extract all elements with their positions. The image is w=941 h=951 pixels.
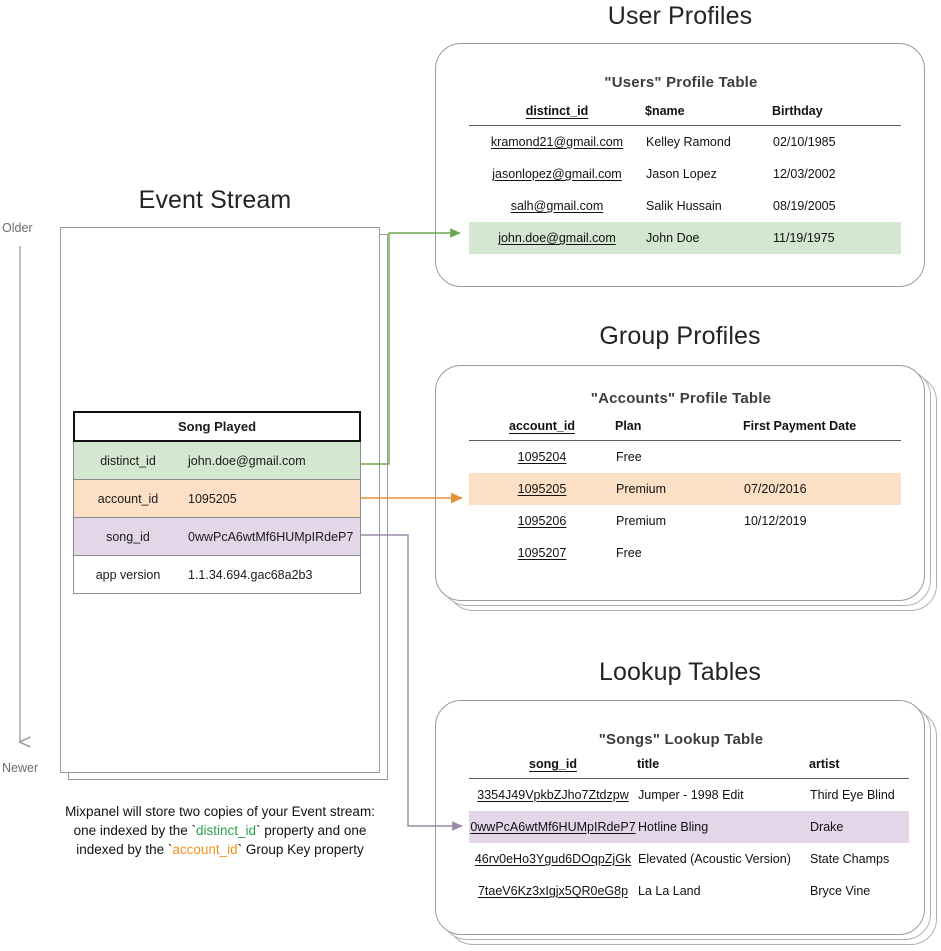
caption: Mixpanel will store two copies of your E… [40,802,400,859]
users-column-header: distinct_id [469,104,645,126]
songs-column-header: song_id [469,757,637,779]
timeline-older-label: Older [2,221,33,235]
table-cell [743,441,901,474]
caption-distinct-id-code: distinct_id [195,823,257,838]
table-row[interactable]: 3354J49VpkbZJho7Ztdzpw Jumper - 1998 Edit… [469,779,909,812]
table-cell: Free [616,450,642,464]
event-stream-title: Event Stream [138,186,292,214]
event-property-row[interactable]: app version 1.1.34.694.gac68a2b3 [73,556,361,594]
users-table-title: "Users" Profile Table [604,74,758,91]
table-cell: 11/19/1975 [772,222,901,254]
table-row[interactable]: 46rv0eHo3Ygud6DOqpZjGk Elevated (Acoustic… [469,843,909,875]
table-cell: Jumper - 1998 Edit [638,788,744,802]
lookup-tables-title: Lookup Tables [598,658,762,686]
table-row[interactable]: 7taeV6Kz3xIgjx5QR0eG8p La La Land Bryce Vi… [469,875,909,907]
selected-event-card[interactable]: Song Played distinct_id john.doe@gmail.co… [73,411,361,594]
songs-table-title: "Songs" Lookup Table [598,731,764,748]
event-property-value: 1.1.34.694.gac68a2b3 [188,567,313,582]
table-cell: 1095205 [469,473,615,505]
table-cell: Salik Hussain [646,199,722,213]
table-cell: 02/10/1985 [773,135,836,149]
table-cell: 1095206 [517,514,567,528]
table-cell: 1095204 [517,450,567,464]
table-cell: 0wwPcA6wtMf6HUMpIRdeP7 [469,811,637,843]
table-cell: Hotline Bling [637,811,809,843]
table-cell: Bryce Vine [810,884,871,898]
event-property-key: distinct_id [100,453,156,468]
table-cell: 08/19/2005 [773,199,836,213]
table-cell: Premium [615,473,743,505]
accounts-column-header: First Payment Date [743,419,901,441]
accounts-column-header: account_id [469,419,615,441]
table-cell: Drake [809,811,909,843]
songs-column-header: artist [809,757,909,779]
caption-line-2: one indexed by the `distinct_id` propert… [73,823,367,838]
table-cell: John Doe [645,222,772,254]
table-cell: 7taeV6Kz3xIgjx5QR0eG8p [477,884,629,898]
caption-account-id-code: account_id [172,842,238,857]
event-property-row[interactable]: song_id 0wwPcA6wtMf6HUMpIRdeP7 [73,518,361,556]
table-cell: salh@gmail.com [510,199,604,213]
table-row[interactable]: 1095206 Premium 10/12/2019 [469,505,901,537]
table-cell: jasonlopez@gmail.com [492,167,622,181]
event-property-key: account_id [97,491,159,506]
table-row[interactable]: 1095204 Free [469,441,901,474]
table-cell: Kelley Ramond [646,135,731,149]
table-cell: Elevated (Acoustic Version) [638,852,791,866]
table-cell: 3354J49VpkbZJho7Ztdzpw [477,788,629,802]
table-cell: La La Land [638,884,701,898]
table-cell: 46rv0eHo3Ygud6DOqpZjGk [474,852,632,866]
event-property-row[interactable]: distinct_id john.doe@gmail.com [73,442,361,480]
group-profiles-title: Group Profiles [599,322,761,350]
event-property-value: 1095205 [188,491,237,506]
table-row[interactable]: salh@gmail.com Salik Hussain 08/19/2005 [469,190,901,222]
songs-column-header: title [637,757,809,779]
table-row[interactable]: kramond21@gmail.com Kelley Ramond 02/10/19… [469,126,901,159]
table-cell: Premium [616,514,667,528]
table-cell [743,537,901,569]
table-cell: State Champs [810,852,890,866]
table-cell: Jason Lopez [646,167,717,181]
table-row[interactable]: jasonlopez@gmail.com Jason Lopez 12/03/200… [469,158,901,190]
table-row[interactable]: 1095207 Free [469,537,901,569]
table-cell: 07/20/2016 [743,473,901,505]
table-cell: kramond21@gmail.com [490,135,624,149]
table-cell: 12/03/2002 [773,167,836,181]
caption-line-3: indexed by the `account_id` Group Key pr… [76,842,364,857]
user-profiles-title: User Profiles [607,2,753,30]
table-cell: 1095207 [517,546,567,560]
table-cell: 10/12/2019 [744,514,807,528]
table-cell: Free [616,546,642,560]
event-property-key: song_id [106,529,150,544]
accounts-table-title: "Accounts" Profile Table [590,390,772,407]
accounts-column-header: Plan [615,419,743,441]
table-cell: Third Eye Blind [810,788,895,802]
caption-line-1: Mixpanel will store two copies of your E… [65,804,375,819]
event-property-value: 0wwPcA6wtMf6HUMpIRdeP7 [188,529,354,544]
event-property-row[interactable]: account_id 1095205 [73,480,361,518]
users-column-header: Birthday [772,104,901,126]
users-column-header: $name [645,104,772,126]
event-property-value: john.doe@gmail.com [188,453,306,468]
event-property-key: app version [95,567,161,582]
selected-event-name: Song Played [73,411,361,442]
table-cell: john.doe@gmail.com [469,222,645,254]
timeline-newer-label: Newer [2,761,39,775]
